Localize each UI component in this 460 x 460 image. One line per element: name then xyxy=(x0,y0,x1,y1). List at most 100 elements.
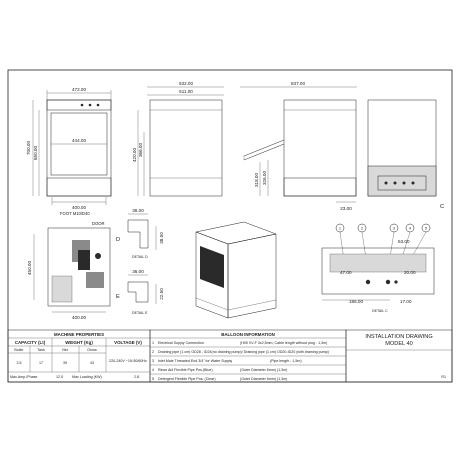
front-inner-width-dim: 444.00 xyxy=(72,138,86,143)
balloon-row: 5 Detergent Flexible Pipe Pos. (Clear) (… xyxy=(152,377,287,381)
front-view: 472.00 444.00 400.00 700.00 650.00 xyxy=(26,87,112,210)
svg-text:4: 4 xyxy=(409,226,411,230)
svg-text:Draining pipe (1 cm) OD28 - ID: Draining pipe (1 cm) OD28 - ID24(no drai… xyxy=(158,350,329,354)
side-h1-dim: 366.00 xyxy=(138,143,143,157)
svg-text:Rinse Aid Flexible Pipe Pos.(B: Rinse Aid Flexible Pipe Pos.(Blue) xyxy=(158,368,213,372)
section-body xyxy=(47,227,111,307)
svg-text:3.5: 3.5 xyxy=(17,361,22,365)
balloon-2: 2 xyxy=(357,223,367,233)
rear-dim-bottom: 186.00 xyxy=(349,299,363,304)
detail-e-marker: E xyxy=(116,294,120,300)
machine-properties-table: MACHINE PROPERTIES CAPACITY (Lt) WEIGHT … xyxy=(7,329,151,383)
title-block: INSTALLATION DRAWING MODEL 40 R1 xyxy=(345,329,453,383)
balloon-4: 4 xyxy=(405,223,415,233)
balloon-5: 5 xyxy=(421,223,431,233)
svg-text:3: 3 xyxy=(152,359,154,363)
svg-text:(Outer Diameter 6mm): (Outer Diameter 6mm) (1,3m) xyxy=(240,368,287,372)
svg-text:Max Loading (KW): Max Loading (KW) xyxy=(72,375,102,379)
section-height-dim: 450.00 xyxy=(27,261,32,275)
balloon-row: 1 Electrical Supply Connection (H05 VV-F… xyxy=(150,341,346,348)
svg-text:12.5: 12.5 xyxy=(56,375,63,379)
detail-d-height-dim: 38.50 xyxy=(159,232,164,244)
detail-e-caption: DETAIL E xyxy=(132,311,148,315)
open-body xyxy=(283,99,357,197)
front-inner-height-dim: 650.00 xyxy=(33,146,38,160)
detail-e-width-dim: 36.00 xyxy=(132,269,144,274)
detail-d: 36.00 38.50 DETAIL D xyxy=(127,208,164,259)
side-view: 532.00 511.00 420.00 366.00 xyxy=(132,81,224,197)
svg-text:5: 5 xyxy=(152,377,154,381)
open-h1-dim: 318.00 xyxy=(254,173,259,187)
rear-dim-bottom-right: 17.00 xyxy=(400,299,412,304)
balloon-1: 1 xyxy=(335,223,345,233)
svg-text:3: 3 xyxy=(393,226,395,230)
svg-text:Tank: Tank xyxy=(37,348,45,352)
svg-text:2: 2 xyxy=(361,226,363,230)
svg-text:4: 4 xyxy=(152,368,154,372)
voltage-value: 220-240V ~1N 50/60Hz xyxy=(109,359,147,363)
rear-offset-dim: 23.00 xyxy=(340,206,352,211)
svg-text:(Pipe length - 1,5m): (Pipe length - 1,5m) xyxy=(270,359,302,363)
side-inner-depth-dim: 511.00 xyxy=(179,89,193,94)
side-depth-dim: 532.00 xyxy=(179,81,193,86)
svg-text:1: 1 xyxy=(339,226,341,230)
side-body xyxy=(149,99,223,197)
balloon-info-title: BALLOON INFORMATION xyxy=(221,332,275,337)
rear-dim-left: 47.00 xyxy=(340,270,352,275)
side-h2-dim: 420.00 xyxy=(132,148,137,162)
rear-dim-right: 20.00 xyxy=(404,270,416,275)
section-view: FOOT M10/D40 DOOR 450.00 400.00 D E xyxy=(27,211,120,320)
isometric-view xyxy=(195,221,277,319)
svg-text:Boiler: Boiler xyxy=(14,348,24,352)
title-block-line2: MODEL 40 xyxy=(385,341,412,347)
balloon-information-table: BALLOON INFORMATION 1 Electrical Supply … xyxy=(149,329,347,383)
rear-corner-label: C xyxy=(440,204,444,210)
detail-e-height-dim: 22.50 xyxy=(159,288,164,300)
rear-view: 23.00 C xyxy=(336,99,444,211)
svg-text:Inlet Male Threaded End 3/4" f: Inlet Male Threaded End 3/4" for Water S… xyxy=(158,359,232,363)
detail-d-width-dim: 36.00 xyxy=(132,208,144,213)
front-width-dim: 472.00 xyxy=(72,87,86,92)
svg-text:VOLTAGE (V): VOLTAGE (V) xyxy=(114,340,142,345)
svg-text:1: 1 xyxy=(152,341,154,345)
svg-text:Gross: Gross xyxy=(87,348,97,352)
svg-text:43: 43 xyxy=(90,361,94,365)
detail-d-marker: D xyxy=(116,237,120,243)
door-label: DOOR xyxy=(92,221,105,226)
revision-label: R1 xyxy=(441,375,446,379)
title-block-line1: INSTALLATION DRAWING xyxy=(365,334,432,340)
balloon-row: 3 Inlet Male Threaded End 3/4" for Water… xyxy=(150,359,346,366)
front-body xyxy=(46,99,112,197)
foot-label: FOOT M10/D40 xyxy=(60,211,90,216)
detail-e: 36.00 22.50 DETAIL E xyxy=(127,269,164,315)
open-door-view: 837.00 318.00 326.00 xyxy=(240,81,357,197)
open-h2-dim: 326.00 xyxy=(262,171,267,185)
svg-text:CAPACITY (Lt): CAPACITY (Lt) xyxy=(15,340,46,345)
balloon-3: 3 xyxy=(389,223,399,233)
detail-d-caption: DETAIL D xyxy=(132,255,148,259)
section-base-dim: 400.00 xyxy=(72,315,86,320)
front-base-width-dim: 400.00 xyxy=(72,205,86,210)
rear-panel xyxy=(321,247,435,295)
svg-text:Electrical Supply Connection: Electrical Supply Connection xyxy=(158,341,204,345)
svg-text:2.8: 2.8 xyxy=(134,375,139,379)
svg-text:(H05 VV-F 3x2,5mm, Cable lengt: (H05 VV-F 3x2,5mm, Cable length without … xyxy=(240,341,327,345)
svg-text:2: 2 xyxy=(152,350,154,354)
open-depth-dim: 837.00 xyxy=(291,81,305,86)
svg-text:Net: Net xyxy=(62,348,68,352)
svg-text:(Outer Diameter 6mm): (Outer Diameter 6mm) (1,3m) xyxy=(240,377,287,381)
svg-text:Max.Amp./Phase: Max.Amp./Phase xyxy=(10,375,37,379)
rear-dim-top: 53.00 xyxy=(398,239,410,244)
balloon-row: 4 Rinse Aid Flexible Pipe Pos.(Blue) (Ou… xyxy=(150,368,346,375)
svg-text:WEIGHT (Kg): WEIGHT (Kg) xyxy=(65,340,93,345)
svg-text:39: 39 xyxy=(63,361,67,365)
front-height-dim: 700.00 xyxy=(26,141,31,155)
rear-detail-caption: DETAIL C xyxy=(372,309,388,313)
machine-properties-title: MACHINE PROPERTIES xyxy=(54,332,104,337)
rear-connection-view: 1 2 3 4 5 53.00 47.00 20.00 186. xyxy=(321,223,435,313)
svg-text:5: 5 xyxy=(425,226,427,230)
svg-text:17: 17 xyxy=(39,361,43,365)
balloon-row: 2 Draining pipe (1 cm) OD28 - ID24(no dr… xyxy=(150,350,346,357)
svg-text:Detergent Flexible Pipe Pos. (: Detergent Flexible Pipe Pos. (Clear) xyxy=(158,377,216,381)
